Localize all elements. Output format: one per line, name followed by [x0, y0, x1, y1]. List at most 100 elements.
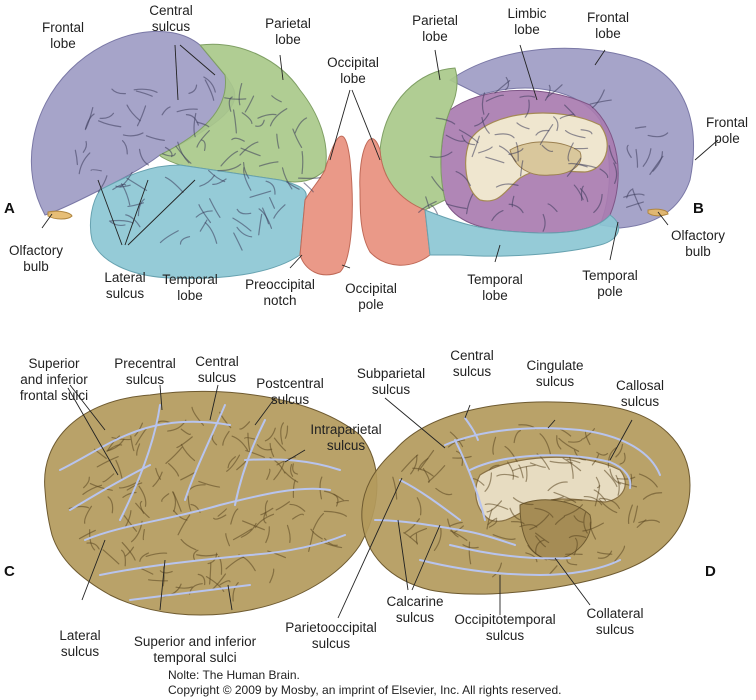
- gyrus-fold: [427, 465, 446, 483]
- gyrus-fold: [519, 95, 536, 98]
- gyrus-fold: [124, 510, 132, 529]
- gyrus-fold: [191, 406, 205, 426]
- gyrus-fold: [239, 421, 251, 430]
- gyrus-fold: [263, 512, 267, 524]
- gyrus-fold: [115, 459, 123, 479]
- gyrus-fold: [193, 549, 199, 561]
- gyrus-fold: [148, 579, 169, 582]
- gyrus-fold: [161, 106, 171, 116]
- c-sulcus-lateral: [84, 487, 331, 541]
- gyrus-fold: [416, 497, 422, 516]
- gyrus-fold: [267, 550, 287, 559]
- gyrus-fold: [492, 562, 503, 578]
- gyrus-fold: [471, 135, 480, 158]
- gyrus-fold: [642, 148, 652, 167]
- gyrus-fold: [137, 198, 145, 217]
- c-sulcus-postcentral: [234, 419, 266, 506]
- gyrus-fold: [280, 422, 284, 445]
- gyrus-fold: [127, 202, 145, 208]
- gyrus-fold: [136, 443, 141, 456]
- gyrus-fold: [567, 438, 584, 443]
- gyrus-fold: [508, 203, 524, 214]
- c-sulcus-intraparietal: [244, 458, 341, 471]
- gyrus-fold: [525, 552, 538, 563]
- gyrus-fold: [579, 163, 597, 169]
- c-sulcus-central: [184, 404, 226, 501]
- gyrus-fold: [573, 184, 584, 201]
- gyrus-fold: [161, 152, 176, 157]
- gyrus-fold: [199, 219, 208, 232]
- gyrus-fold: [225, 556, 245, 570]
- gyrus-fold: [233, 232, 243, 251]
- gyrus-fold: [112, 183, 127, 191]
- gyrus-fold: [196, 553, 218, 557]
- gyrus-fold: [138, 485, 147, 507]
- gyrus-fold: [211, 573, 227, 591]
- gyrus-fold: [518, 464, 524, 479]
- gyrus-fold: [508, 148, 524, 156]
- gyrus-fold: [638, 473, 658, 488]
- label-a-parietal-lobe: Parietal lobe: [265, 16, 311, 47]
- d-sulcus-lines: [374, 417, 661, 577]
- gyrus-fold: [175, 586, 193, 589]
- gyrus-fold: [323, 510, 347, 517]
- gyrus-fold: [258, 161, 279, 167]
- gyrus-fold: [418, 200, 437, 213]
- gyrus-fold: [417, 457, 429, 472]
- gyrus-fold: [269, 108, 288, 127]
- gyrus-fold: [208, 562, 212, 585]
- gyrus-fold: [164, 176, 184, 193]
- gyrus-fold: [431, 176, 444, 192]
- gyrus-fold: [635, 148, 639, 168]
- b-temporal-region: [424, 209, 620, 257]
- gyrus-fold: [430, 204, 438, 215]
- gyrus-fold: [494, 133, 515, 139]
- gyrus-fold: [159, 230, 179, 244]
- label-d-subparietal-sulcus: Subparietal sulcus: [356, 366, 426, 397]
- gyrus-fold: [616, 476, 636, 480]
- label-d-cingulate-sulcus: Cingulate sulcus: [526, 358, 584, 389]
- gyrus-fold: [121, 140, 128, 155]
- gyrus-fold: [236, 208, 252, 215]
- gyrus-fold: [617, 481, 637, 488]
- gyrus-fold: [236, 226, 253, 238]
- gyrus-fold: [241, 520, 265, 531]
- label-b-parietal-lobe: Parietal lobe: [412, 13, 458, 44]
- gyrus-fold: [319, 476, 323, 500]
- gyrus-fold: [177, 514, 191, 536]
- gyrus-fold: [566, 157, 582, 177]
- panel-letter-c: C: [4, 563, 15, 580]
- label-d-parietooccipital-sulcus: Parietooccipital sulcus: [285, 620, 377, 651]
- gyrus-fold: [599, 497, 620, 509]
- gyrus-fold: [78, 529, 96, 540]
- label-a-olfactory-bulb: Olfactory bulb: [8, 243, 63, 274]
- gyrus-fold: [529, 514, 550, 531]
- gyrus-fold: [608, 145, 617, 165]
- panel-c-brain: [44, 390, 378, 616]
- gyrus-fold: [512, 464, 536, 472]
- gyrus-fold: [466, 193, 474, 215]
- gyrus-fold: [258, 213, 263, 236]
- gyrus-fold: [583, 495, 603, 506]
- gyrus-fold: [97, 120, 122, 128]
- gyrus-fold: [82, 140, 88, 153]
- gyrus-fold: [111, 436, 131, 441]
- gyrus-fold: [124, 546, 135, 557]
- gyrus-fold: [425, 196, 430, 209]
- gyrus-fold: [529, 462, 546, 468]
- gyrus-fold: [449, 431, 464, 448]
- gyrus-fold: [200, 139, 206, 151]
- gyrus-fold: [462, 544, 479, 549]
- gyrus-fold: [496, 473, 519, 478]
- gyrus-fold: [596, 451, 609, 456]
- gyrus-fold: [486, 500, 503, 513]
- gyrus-fold: [478, 146, 493, 154]
- gyrus-fold: [255, 119, 265, 127]
- gyrus-fold: [564, 104, 576, 117]
- gyrus-fold: [562, 457, 582, 472]
- label-d-occipitotemporal-sulcus: Occipitotemporal sulcus: [454, 612, 556, 643]
- gyrus-fold: [155, 467, 162, 480]
- gyrus-fold: [232, 109, 237, 134]
- gyrus-fold: [535, 535, 547, 548]
